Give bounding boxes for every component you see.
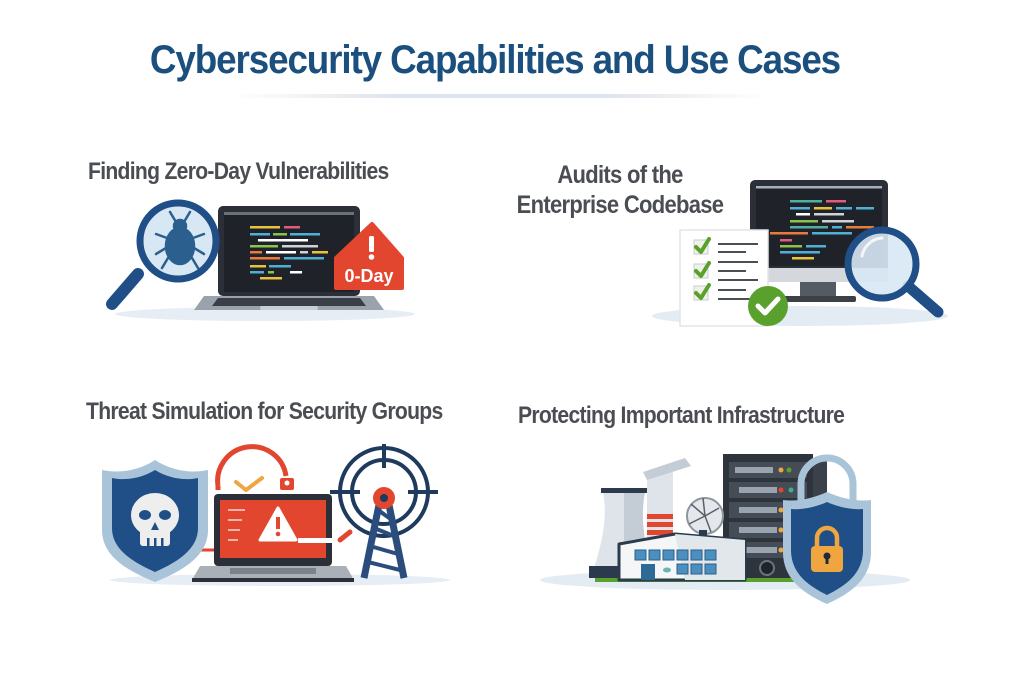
panel-title-line2: Enterprise Codebase [516, 191, 724, 219]
page-title: Cybersecurity Capabilities and Use Cases [149, 38, 841, 82]
chimney-icon [643, 458, 691, 542]
magnifier-icon [844, 226, 944, 318]
panel-title-codebase-audit: Audits of the Enterprise Codebase [514, 160, 725, 220]
panel-title-line1: Audits of the [557, 161, 683, 189]
check-circle-icon [748, 286, 788, 326]
infrastructure-illustration [535, 452, 915, 612]
codebase-audit-illustration [650, 176, 960, 332]
magnifier-bug-icon [106, 199, 220, 310]
threat-simulation-illustration [100, 440, 460, 590]
zero-day-illustration: 0-Day [100, 196, 430, 326]
svg-text:0-Day: 0-Day [344, 266, 393, 286]
panel-title-zero-day: Finding Zero-Day Vulnerabilities [88, 158, 389, 185]
satellite-dish-icon [686, 497, 724, 540]
skull-shield-icon [102, 460, 208, 582]
lock-shield-icon [783, 454, 871, 604]
panel-title-infrastructure: Protecting Important Infrastructure [518, 402, 845, 429]
laptop-code-icon [194, 206, 384, 310]
zero-day-warning-icon: 0-Day [334, 222, 404, 290]
panel-title-threat-simulation: Threat Simulation for Security Groups [86, 398, 443, 425]
radio-tower-target-icon [330, 444, 438, 579]
title-underline [230, 94, 770, 98]
laptop-alert-icon [192, 494, 354, 582]
factory-building-icon [617, 532, 747, 582]
